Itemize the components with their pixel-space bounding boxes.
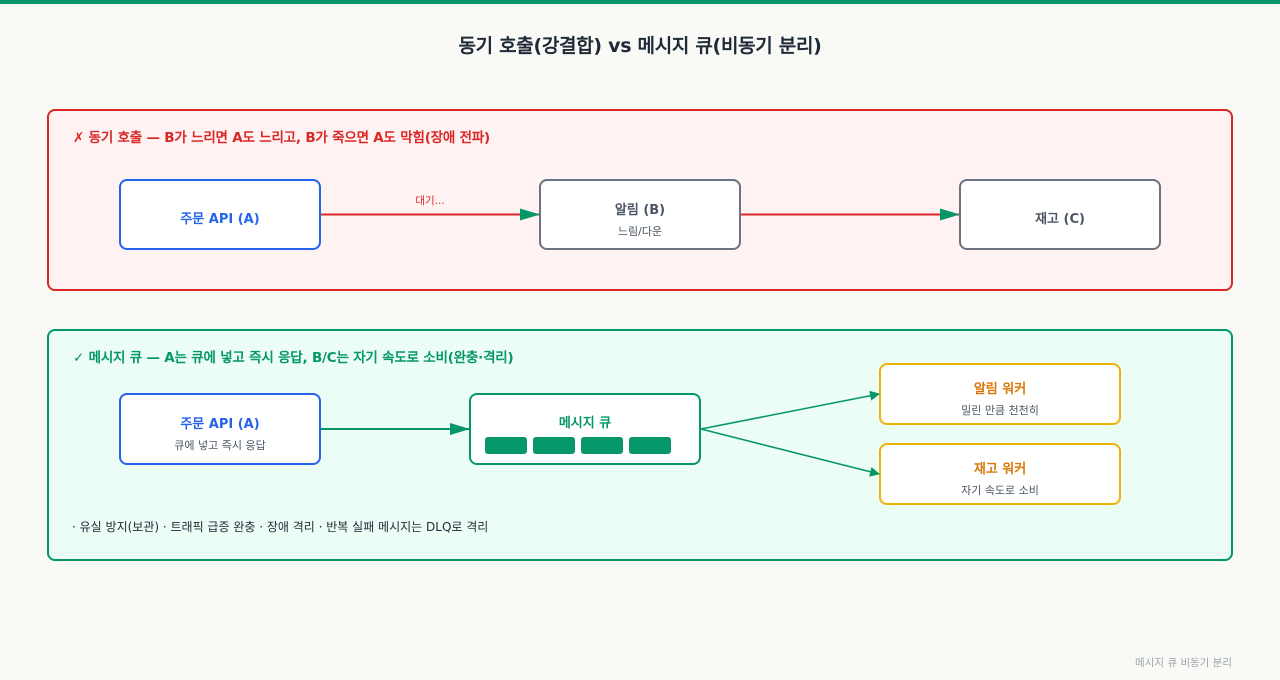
notify-worker-node: 알림 워커 밀린 만큼 천천히 bbox=[879, 363, 1121, 425]
top-accent-bar bbox=[0, 0, 1280, 4]
sync-stock-node: 재고 (C) bbox=[959, 179, 1161, 250]
footer-caption: 메시지 큐 비동기 분리 bbox=[1135, 657, 1232, 669]
sync-notify-sub: 느림/다운 bbox=[617, 225, 663, 238]
async-panel-title: ✓ 메시지 큐 — A는 큐에 넣고 즉시 응답, B/C는 자기 속도로 소비… bbox=[73, 350, 514, 366]
stock-worker-sub: 자기 속도로 소비 bbox=[961, 484, 1039, 497]
sync-notify-node: 알림 (B) 느림/다운 bbox=[539, 179, 741, 250]
queue-slot bbox=[629, 437, 671, 454]
benefits-note: · 유실 방지(보관) · 트래픽 급증 완충 · 장애 격리 · 반복 실패 … bbox=[72, 520, 489, 534]
sync-stock-label: 재고 (C) bbox=[1035, 212, 1085, 227]
sync-order-api-node: 주문 API (A) bbox=[119, 179, 321, 250]
stock-worker-node: 재고 워커 자기 속도로 소비 bbox=[879, 443, 1121, 505]
queue-slot bbox=[581, 437, 623, 454]
async-order-api-node: 주문 API (A) 큐에 넣고 즉시 응답 bbox=[119, 393, 321, 465]
page-title: 동기 호출(강결합) vs 메시지 큐(비동기 분리) bbox=[458, 35, 822, 57]
notify-worker-label: 알림 워커 bbox=[973, 382, 1027, 397]
sync-notify-label: 알림 (B) bbox=[614, 203, 666, 218]
sync-panel-title: ✗ 동기 호출 — B가 느리면 A도 느리고, B가 죽으면 A도 막힘(장애… bbox=[73, 130, 491, 146]
queue-slot bbox=[485, 437, 527, 454]
async-order-api-label: 주문 API (A) bbox=[180, 417, 260, 432]
stock-worker-label: 재고 워커 bbox=[973, 462, 1027, 477]
queue-slot bbox=[533, 437, 575, 454]
message-queue-node: 메시지 큐 bbox=[469, 393, 701, 465]
async-order-api-sub: 큐에 넣고 즉시 응답 bbox=[174, 439, 266, 452]
wait-label: 대기... bbox=[415, 195, 445, 207]
message-queue-label: 메시지 큐 bbox=[558, 416, 612, 431]
notify-worker-sub: 밀린 만큼 천천히 bbox=[961, 404, 1039, 417]
sync-order-api-label: 주문 API (A) bbox=[180, 212, 260, 227]
